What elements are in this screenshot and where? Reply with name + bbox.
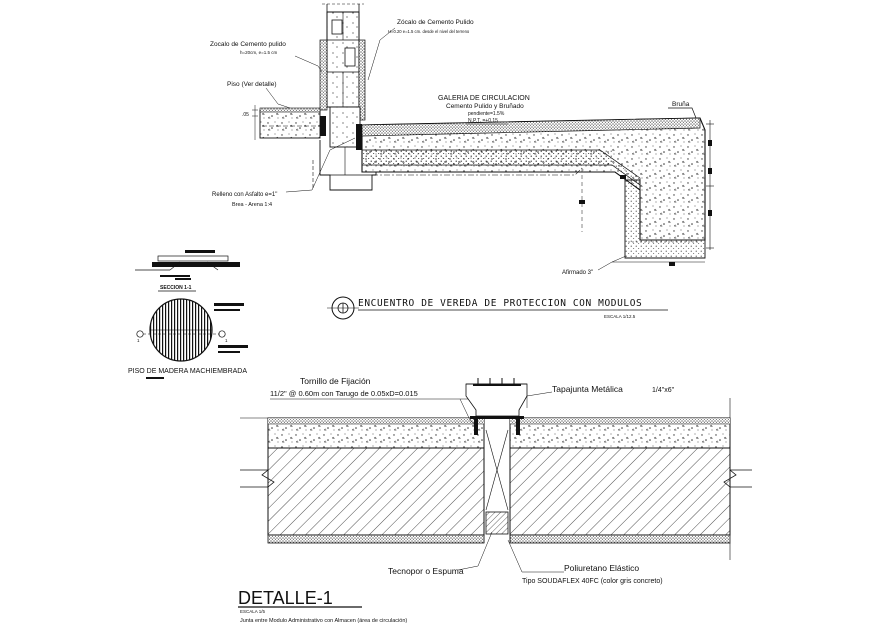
label-brea-arena: Brea - Arena 1:4 (232, 202, 272, 208)
detail1-title-block: DETALLE-1 ESCALA 1/5 Junta entre Modulo … (238, 588, 407, 624)
tecnopor-block (485, 511, 509, 535)
label-zocalo-pulido-2: Zócalo de Cemento Pulido (397, 19, 474, 26)
label-tornillo: Tornillo de Fijación (300, 376, 371, 386)
wall-column (319, 3, 366, 121)
detail1-joint (465, 378, 528, 543)
section-title: ENCUENTRO DE VEREDA DE PROTECCION CON MO… (358, 298, 642, 309)
label-zocalo-pulido: Zocalo de Cemento pulido (210, 41, 286, 48)
detail1-labels: Tornillo de Fijación 11/2" @ 0.60m con T… (270, 376, 675, 585)
svg-text:1: 1 (137, 338, 140, 343)
label-piso-ver-detalle: Piso (Ver detalle) (227, 81, 277, 88)
label-galeria-title: GALERIA DE CIRCULACION (438, 95, 530, 102)
label-galeria-pendiente: pendiente=1.5% (468, 111, 505, 117)
wood-floor-plan: 1 1 PISO DE MADERA MACHIEMBRADA (128, 298, 248, 379)
label-galeria-sub: Cemento Pulido y Bruñado (446, 103, 524, 110)
label-relleno-asfalto: Relleno con Asfalto e=1" (212, 192, 277, 198)
label-poliuretano-tipo: Tipo SOUDAFLEX 40FC (color gris concreto… (522, 578, 663, 585)
label-tornillo-spec: 11/2" @ 0.60m con Tarugo de 0.05xD=0.015 (270, 389, 418, 398)
wood-section-label: SECCION 1-1 (160, 285, 192, 291)
detail1-title: DETALLE-1 (238, 588, 333, 608)
left-floor-slab (252, 105, 326, 140)
detail1-scale: ESCALA 1/5 (240, 609, 266, 614)
svg-text:1: 1 (225, 338, 228, 343)
label-afirmado: Afirmado 3" (562, 270, 593, 276)
label-bruna: Bruña (672, 101, 690, 108)
top-detail-labels: Zocalo de Cemento pulido h=20cm, e=1.5 c… (210, 19, 690, 276)
section-scale: ESCALA 1/12.5 (604, 314, 636, 319)
detail1-left-slab (240, 417, 485, 544)
label-poliuretano: Poliuretano Elástico (564, 563, 639, 573)
detail1-right-slab (509, 398, 752, 560)
tapajunta-plate (470, 416, 524, 419)
label-galeria-npt: N.P.T. =+0.15 (468, 118, 498, 124)
wood-floor-section: SECCION 1-1 (135, 250, 240, 292)
detail-1: Tornillo de Fijación 11/2" @ 0.60m con T… (238, 376, 752, 624)
label-tecnopor: Tecnopor o Espuma (388, 566, 464, 576)
top-detail: Zocalo de Cemento pulido h=20cm, e=1.5 c… (210, 3, 714, 276)
label-tapajunta: Tapajunta Metálica (552, 384, 623, 394)
section-mark-left-icon (136, 330, 144, 338)
section-title-block: ENCUENTRO DE VEREDA DE PROTECCION CON MO… (327, 296, 668, 320)
label-tapajunta-size: 1/4"x6" (652, 387, 675, 394)
label-zocalo-pulido-2-spec: H=0.20 e=1.5 cm. desde el nivel del terr… (388, 29, 470, 34)
detail1-description: Junta entre Modulo Administrativo con Al… (240, 618, 407, 624)
gallery-slab (356, 107, 714, 266)
label-dim-left: .05 (242, 112, 249, 118)
label-zocalo-pulido-spec: h=20cm, e=1.5 cm (240, 50, 278, 55)
wood-floor-detail: SECCION 1-1 1 1 PISO DE MADERA MACHIEMBR… (128, 250, 248, 379)
wood-floor-title: PISO DE MADERA MACHIEMBRADA (128, 368, 247, 375)
